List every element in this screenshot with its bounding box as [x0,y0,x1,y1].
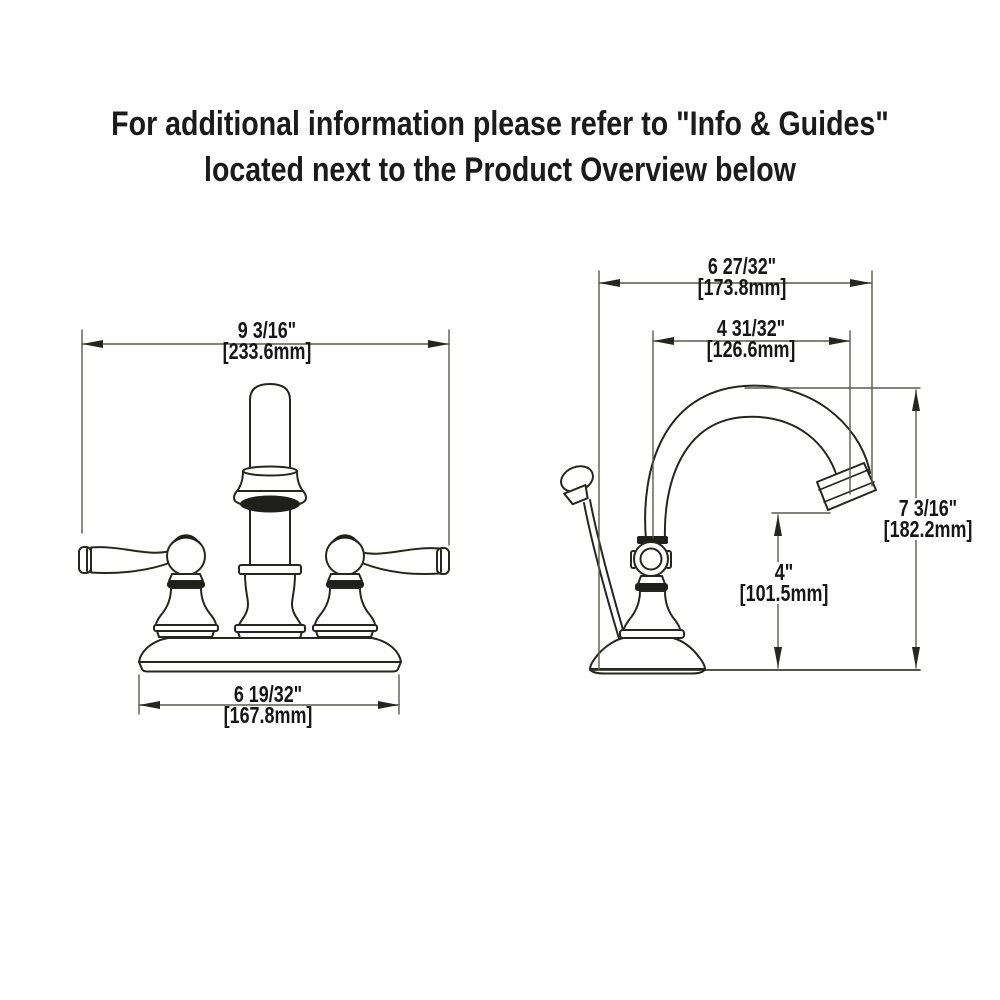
dim-value-inches: 6 19/32" [233,681,303,707]
dim-value-mm: [101.5mm] [737,582,831,605]
dim-label-side-overall-depth: 6 27/32" [173.8mm] [687,253,796,300]
dim-value-inches: 4 31/32" [716,315,786,341]
dim-label-side-overall-height: 7 3/16" [182.2mm] [873,497,982,541]
dim-label-front-base-width: 6 19/32" [167.8mm] [213,681,322,728]
page-title: For additional information please refer … [0,101,1000,193]
dim-label-side-spout-reach: 4 31/32" [126.6mm] [696,315,805,362]
front-view-drawing [78,383,450,673]
aerator-opening [240,495,300,513]
dim-label-side-spout-height: 4" [101.5mm] [729,561,838,605]
title-line-1: For additional information please refer … [111,105,889,143]
dim-value-mm: [173.8mm] [697,274,787,300]
front-view-dimension-lines [81,329,450,715]
dim-value-inches: 4" [772,561,796,584]
dim-value-mm: [233.6mm] [222,338,312,364]
front-view-dimension-arrows [82,340,449,709]
side-view-dimension-arrows [599,279,920,668]
dim-value-mm: [167.8mm] [223,702,313,728]
dim-label-front-overall-width: 9 3/16" [233.6mm] [212,317,321,364]
side-view-dimension-lines [598,270,921,671]
title-line-2: located next to the Product Overview bel… [204,151,796,189]
dim-value-inches: 6 27/32" [707,253,777,279]
side-view-drawing [560,384,921,675]
dim-value-inches: 7 3/16" [896,497,960,520]
dim-value-mm: [182.2mm] [881,518,975,541]
dim-value-mm: [126.6mm] [706,336,796,362]
dim-value-inches: 9 3/16" [237,317,297,343]
